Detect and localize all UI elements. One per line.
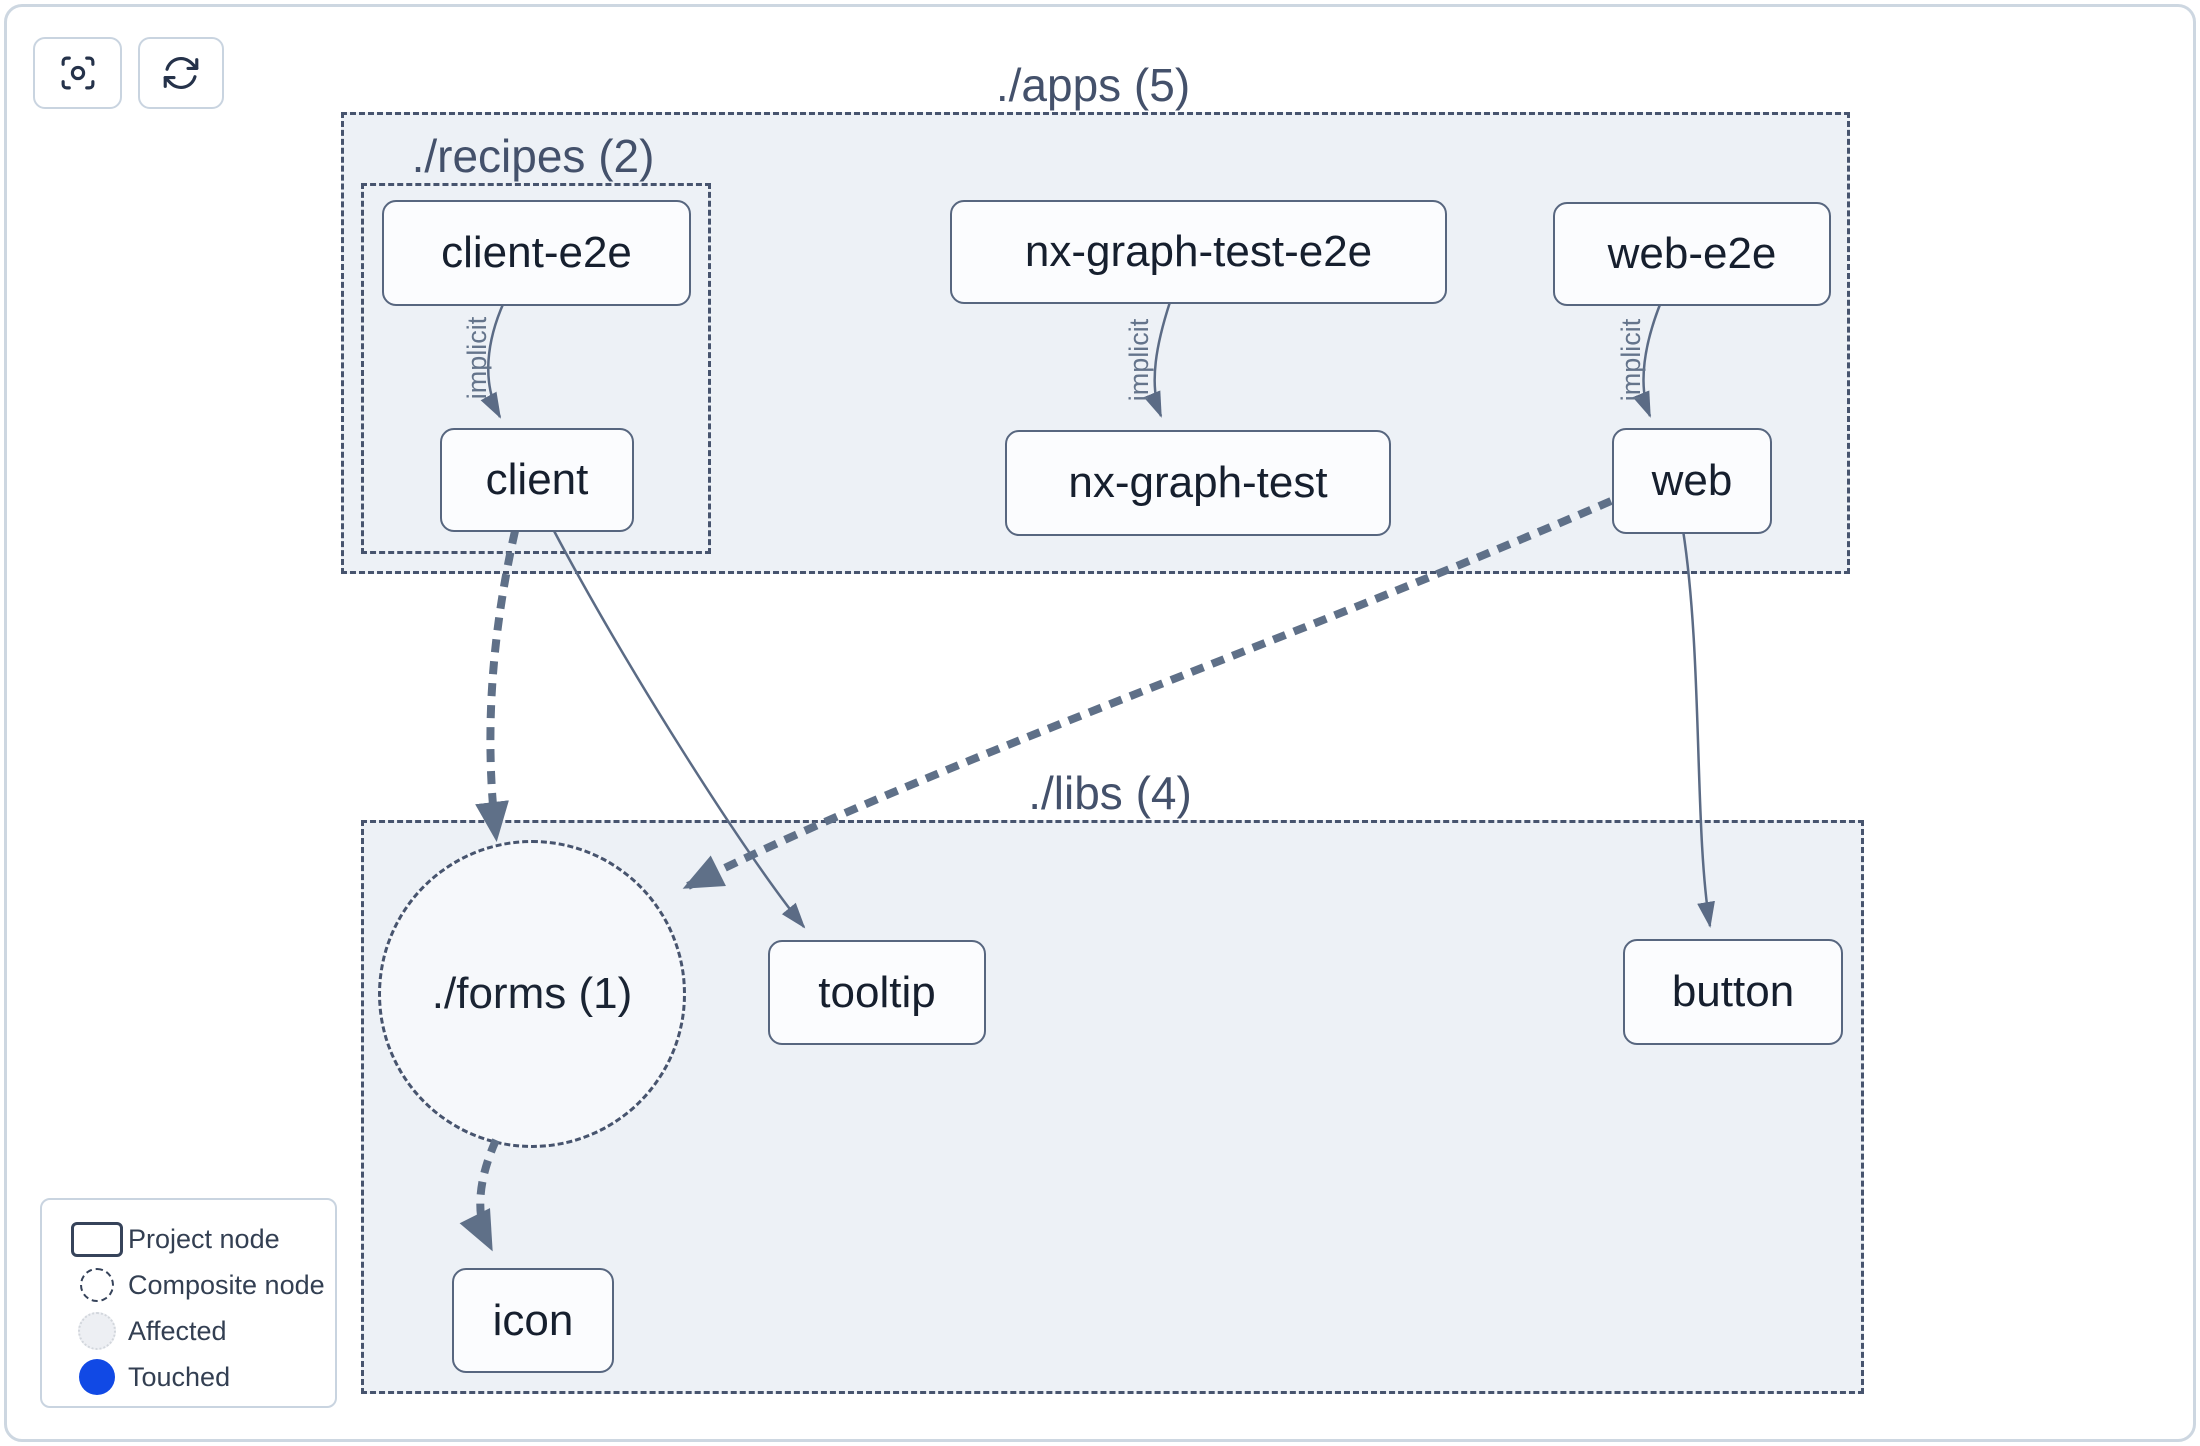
affected-swatch <box>78 1312 116 1350</box>
composite-node-forms[interactable]: ./forms (1) <box>378 840 686 1148</box>
focus-button[interactable] <box>33 37 122 109</box>
group-recipes <box>361 183 711 554</box>
composite-node-forms-label: ./forms (1) <box>431 969 633 1018</box>
refresh-icon <box>160 52 202 94</box>
node-client[interactable]: client <box>440 428 634 532</box>
legend-label-composite-node: Composite node <box>128 1269 325 1300</box>
node-tooltip-label: tooltip <box>818 967 936 1017</box>
node-client-label: client <box>485 455 589 504</box>
node-icon-label: icon <box>492 1295 574 1345</box>
focus-icon <box>57 52 99 94</box>
node-web-e2e[interactable]: web-e2e <box>1553 202 1831 306</box>
node-button-label: button <box>1671 967 1795 1016</box>
node-nx-graph-test-e2e-label: nx-graph-test-e2e <box>1024 227 1373 276</box>
legend-label-project-node: Project node <box>128 1223 280 1254</box>
refresh-button[interactable] <box>138 37 224 109</box>
node-client-e2e-label: client-e2e <box>441 228 632 277</box>
legend-label-affected: Affected <box>128 1315 227 1346</box>
node-nx-graph-test[interactable]: nx-graph-test <box>1005 430 1391 536</box>
node-web-e2e-label: web-e2e <box>1607 229 1777 278</box>
node-client-e2e[interactable]: client-e2e <box>382 200 691 306</box>
node-icon[interactable]: icon <box>452 1268 614 1373</box>
legend-label-touched: Touched <box>128 1361 231 1392</box>
group-label-libs: ./libs (4) <box>1028 767 1192 819</box>
legend-item-affected: Affected <box>66 1308 335 1354</box>
node-web[interactable]: web <box>1612 428 1772 534</box>
node-nx-graph-test-label: nx-graph-test <box>1068 458 1328 507</box>
touched-swatch <box>79 1359 115 1395</box>
project-node-swatch <box>71 1221 123 1257</box>
legend-item-project-node: Project node <box>66 1216 335 1262</box>
edge-client-to-forms <box>475 530 519 842</box>
group-label-recipes: ./recipes (2) <box>411 130 655 182</box>
group-label-apps: ./apps (5) <box>995 59 1191 111</box>
node-button[interactable]: button <box>1623 939 1843 1045</box>
legend-item-composite-node: Composite node <box>66 1262 335 1308</box>
node-nx-graph-test-e2e[interactable]: nx-graph-test-e2e <box>950 200 1447 304</box>
legend: Project node Composite node Affected Tou… <box>40 1198 337 1408</box>
node-web-label: web <box>1651 456 1733 505</box>
legend-item-touched: Touched <box>66 1354 335 1400</box>
node-tooltip[interactable]: tooltip <box>768 940 986 1045</box>
composite-node-swatch <box>80 1268 114 1302</box>
